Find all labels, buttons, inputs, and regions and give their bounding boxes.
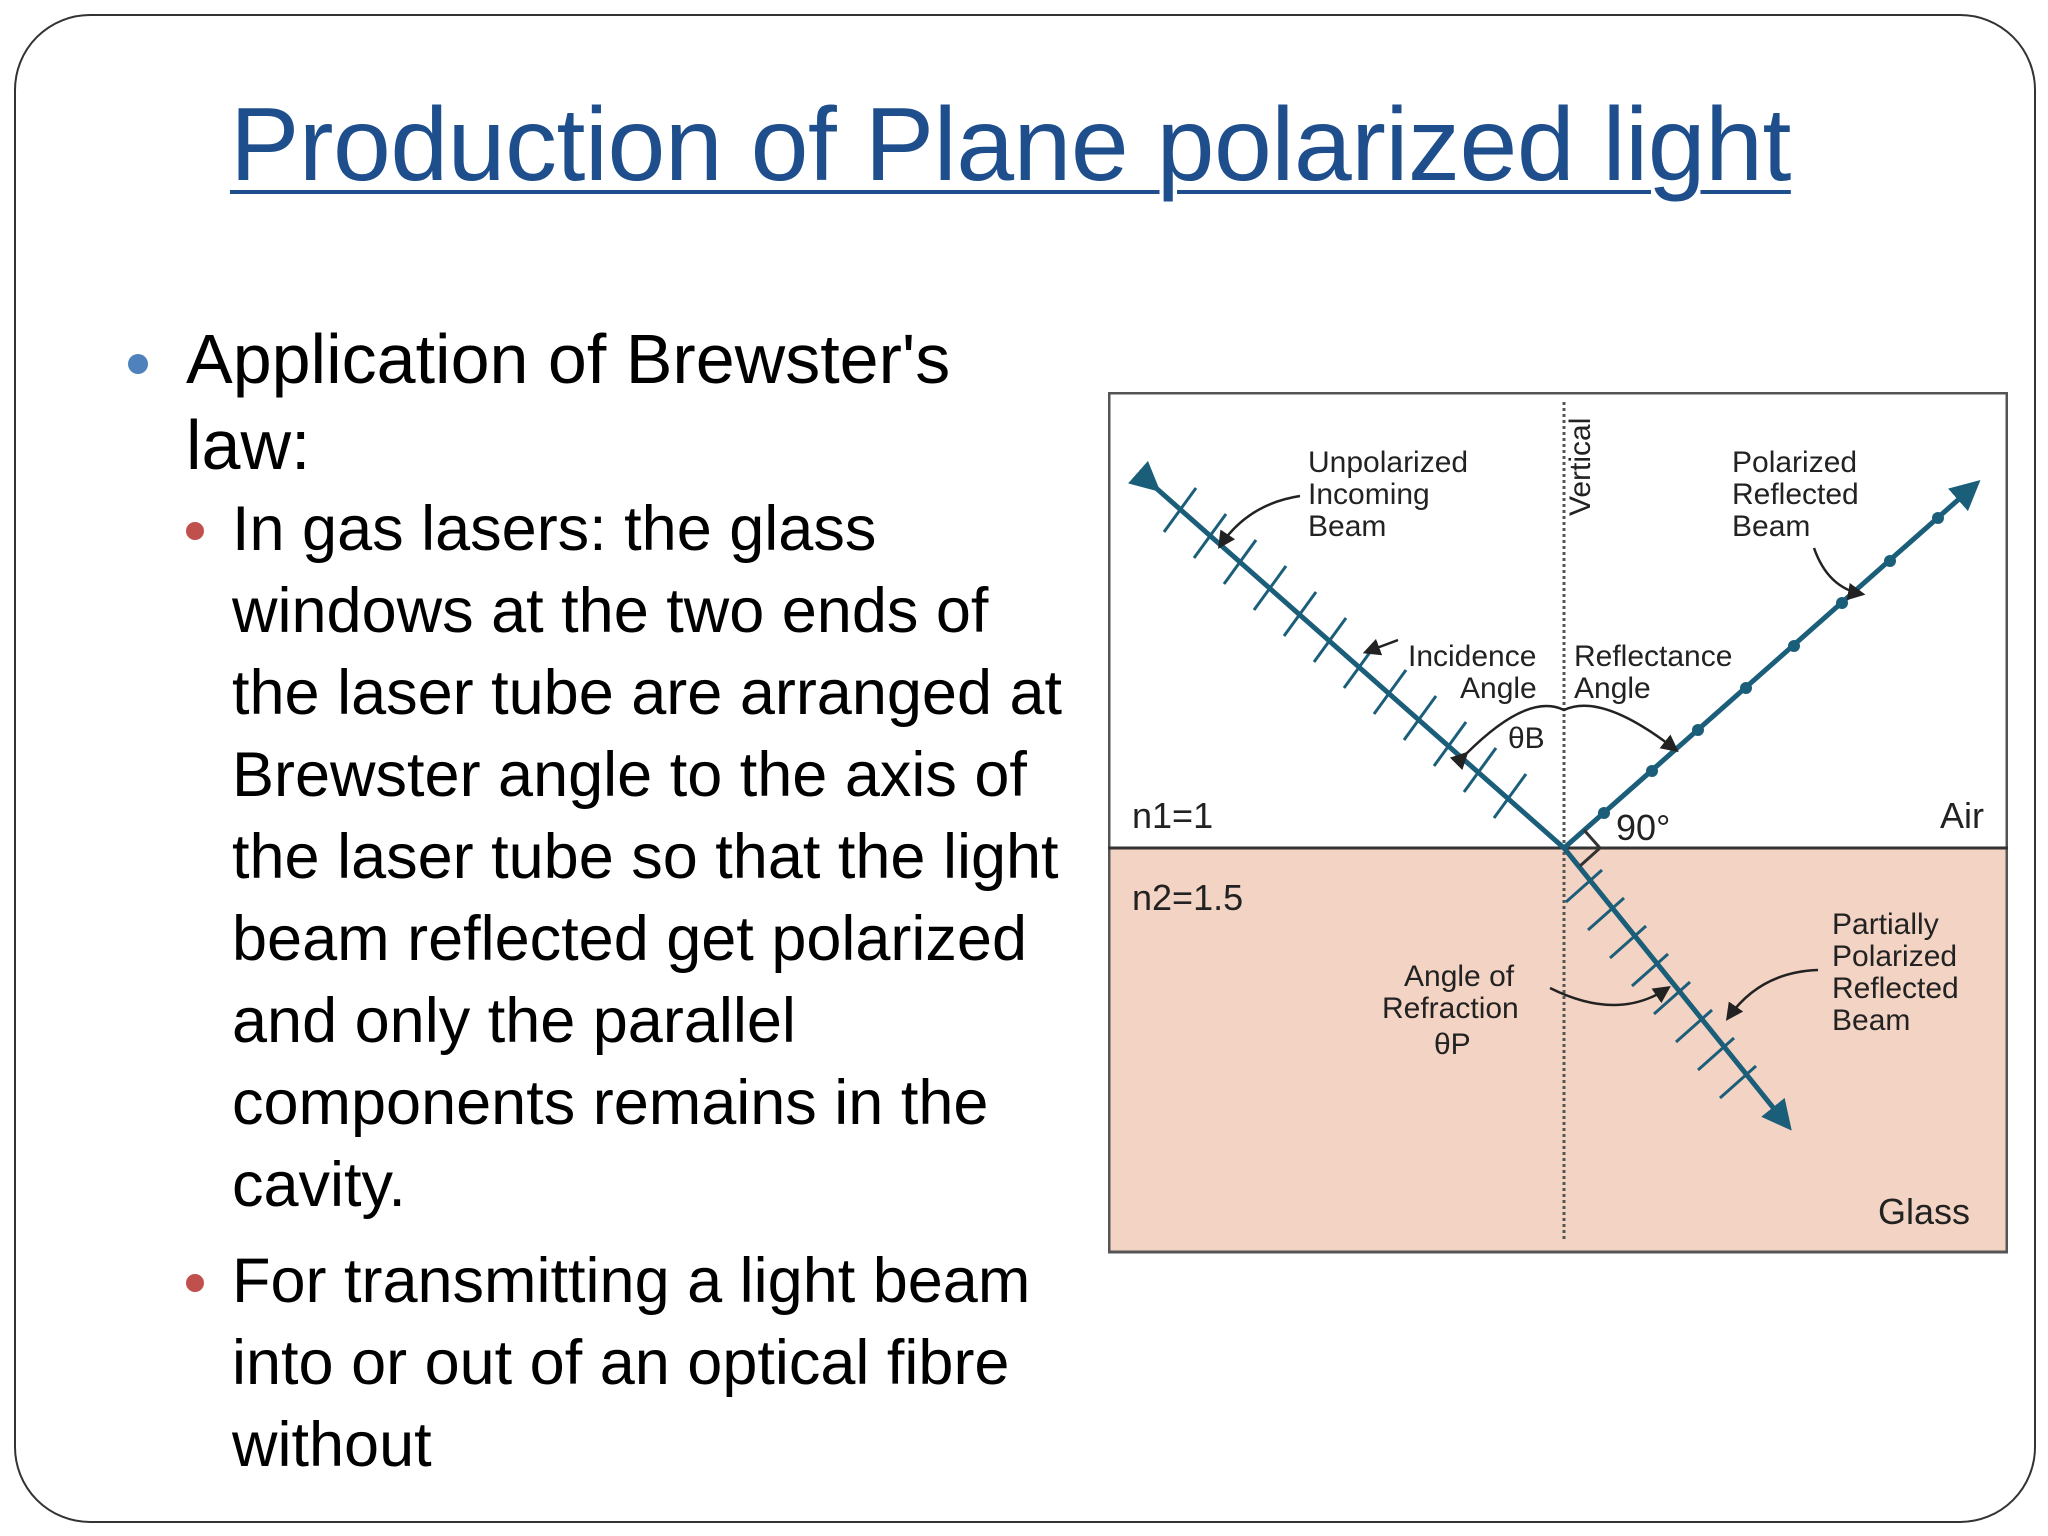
incidence-label: Angle — [1460, 672, 1537, 705]
incidence-leader — [1362, 638, 1399, 656]
slide-body: Application of Brewster's law: In gas la… — [96, 316, 1086, 1486]
reflectance-label: Reflectance — [1574, 640, 1732, 673]
polarized-leader — [1812, 547, 1866, 601]
partial-leader — [1726, 968, 1819, 1021]
glass-label: Glass — [1878, 1191, 1970, 1232]
sub-bullet-text: For transmitting a light beam into or ou… — [232, 1246, 1031, 1480]
right-angle-marker — [1578, 829, 1603, 868]
sub-bullet-optical-fibre: For transmitting a light beam into or ou… — [186, 1240, 1086, 1486]
polarized-label: Beam — [1732, 510, 1810, 543]
partial-label: Beam — [1832, 1004, 1910, 1037]
vertical-label: Vertical — [1564, 418, 1597, 516]
n1-label: n1=1 — [1132, 795, 1213, 836]
refracted-beam-ticks — [1565, 868, 1757, 1100]
n2-label: n2=1.5 — [1132, 877, 1243, 918]
incidence-angle-arc — [1449, 704, 1679, 771]
glass-region — [1108, 848, 2008, 1253]
incidence-label: Incidence — [1408, 640, 1536, 673]
sub-bullet-dot-icon — [186, 522, 204, 540]
diagram-border — [1108, 392, 2008, 1254]
reflected-beam — [1562, 480, 1981, 850]
reflected-beam-dots — [1598, 512, 1944, 819]
slide-frame: Production of Plane polarized light Appl… — [14, 14, 2036, 1523]
theta-p-label: θP — [1434, 1028, 1471, 1061]
partial-label: Reflected — [1832, 972, 1959, 1005]
air-region — [1108, 392, 2008, 848]
reflectance-label: Angle — [1574, 672, 1651, 705]
bullet-dot-icon — [128, 354, 148, 374]
partial-label: Polarized — [1832, 940, 1957, 973]
sub-bullet-text: In gas lasers: the glass windows at the … — [232, 494, 1063, 1220]
bullet-text: Application of Brewster's law: — [186, 320, 951, 484]
unpolarized-label: Incoming — [1308, 478, 1430, 511]
brewster-angle-diagram: Unpolarized Incoming Beam Polarized Refl… — [1108, 392, 2008, 1254]
angle-90-label: 90° — [1616, 807, 1670, 848]
polarized-label: Reflected — [1732, 478, 1859, 511]
unpolarized-label: Beam — [1308, 510, 1386, 543]
sub-bullet-gas-lasers: In gas lasers: the glass windows at the … — [186, 488, 1086, 1226]
slide-title: Production of Plane polarized light — [230, 87, 1791, 203]
partial-label: Partially — [1832, 908, 1939, 941]
refracted-beam — [1562, 846, 1792, 1131]
unpolarized-leader — [1218, 494, 1301, 549]
refraction-label: Refraction — [1382, 992, 1519, 1025]
refraction-angle-arc — [1549, 986, 1671, 1007]
bullet-level1: Application of Brewster's law: — [96, 316, 1086, 488]
unpolarized-label: Unpolarized — [1308, 446, 1468, 479]
air-label: Air — [1940, 795, 1984, 836]
theta-b-label: θB — [1508, 722, 1545, 755]
refraction-label: Angle of — [1404, 960, 1515, 993]
sub-bullet-dot-icon — [186, 1274, 204, 1292]
polarized-label: Polarized — [1732, 446, 1857, 479]
